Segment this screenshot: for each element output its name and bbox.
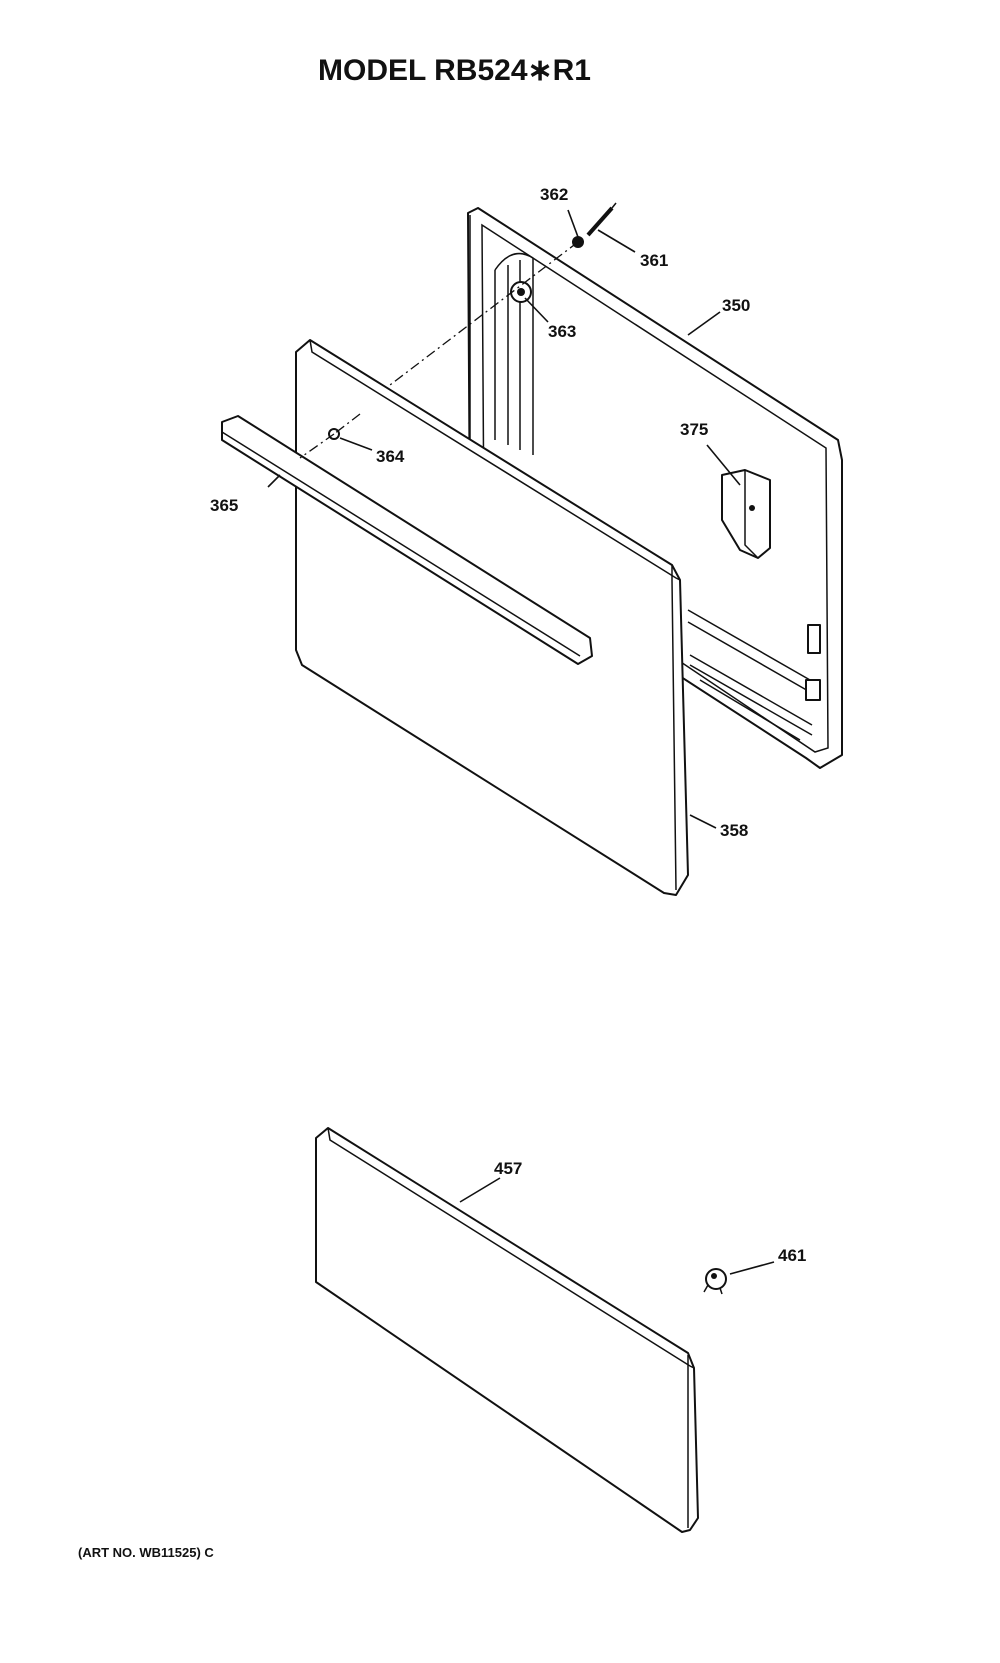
drawer-clip-461	[703, 1268, 727, 1295]
label-363: 363	[548, 322, 576, 341]
screw-361	[586, 202, 617, 237]
drawer-front-panel	[315, 1127, 699, 1533]
label-361: 361	[640, 251, 668, 270]
label-365: 365	[210, 496, 238, 515]
inner-door-panel	[467, 207, 843, 769]
spacer-363	[510, 281, 532, 303]
door-bracket-375	[721, 469, 771, 559]
label-362: 362	[540, 185, 568, 204]
label-364: 364	[376, 447, 405, 466]
label-350: 350	[722, 296, 750, 315]
art-number: (ART NO. WB11525) C	[78, 1545, 214, 1560]
label-375: 375	[680, 420, 708, 439]
label-461: 461	[778, 1246, 806, 1265]
label-358: 358	[720, 821, 748, 840]
diagram-title: MODEL RB524∗R1	[318, 54, 591, 87]
door-handle	[221, 415, 593, 665]
outer-door-panel	[295, 339, 689, 896]
label-457: 457	[494, 1159, 522, 1178]
